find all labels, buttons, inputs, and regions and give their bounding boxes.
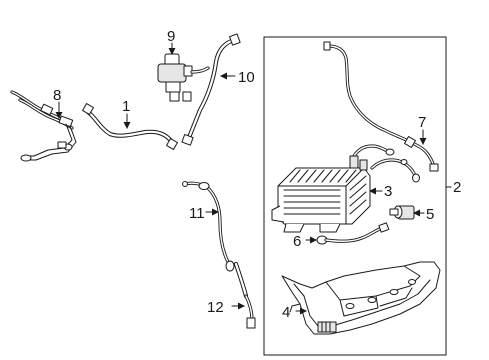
part-12-vent-tube: 12 — [207, 261, 256, 329]
part-6-connector-hose: 6 — [293, 222, 390, 250]
assembly-box — [263, 36, 447, 356]
callout-6: 6 — [293, 233, 301, 250]
part-4-canister-bracket: 4 — [281, 261, 441, 335]
callout-11: 11 — [189, 205, 205, 222]
callout-12: 12 — [207, 299, 224, 316]
callout-9: 9 — [167, 28, 175, 45]
callout-8: 8 — [53, 87, 61, 104]
part-5-vent-solenoid: 5 — [389, 205, 434, 223]
callout-1: 1 — [122, 98, 130, 115]
part-11-vent-hose: 11 — [182, 181, 235, 272]
part-3-charcoal-canister: 3 — [271, 155, 392, 233]
callout-10: 10 — [238, 69, 255, 86]
callout-4: 4 — [282, 304, 290, 321]
canister-hoses — [350, 144, 420, 183]
callout-7: 7 — [418, 114, 426, 131]
part-7-vapor-line: 7 — [323, 41, 439, 172]
part-1-vapor-tube: 1 — [82, 98, 178, 150]
part-9-purge-valve: 9 — [157, 28, 210, 102]
callout-3: 3 — [384, 183, 392, 200]
assembly-frame — [263, 36, 452, 356]
part-8-hose-bracket: 8 — [10, 87, 77, 162]
callout-5: 5 — [426, 206, 434, 223]
callout-2: 2 — [453, 179, 461, 196]
part-10-purge-line: 10 — [181, 33, 255, 146]
